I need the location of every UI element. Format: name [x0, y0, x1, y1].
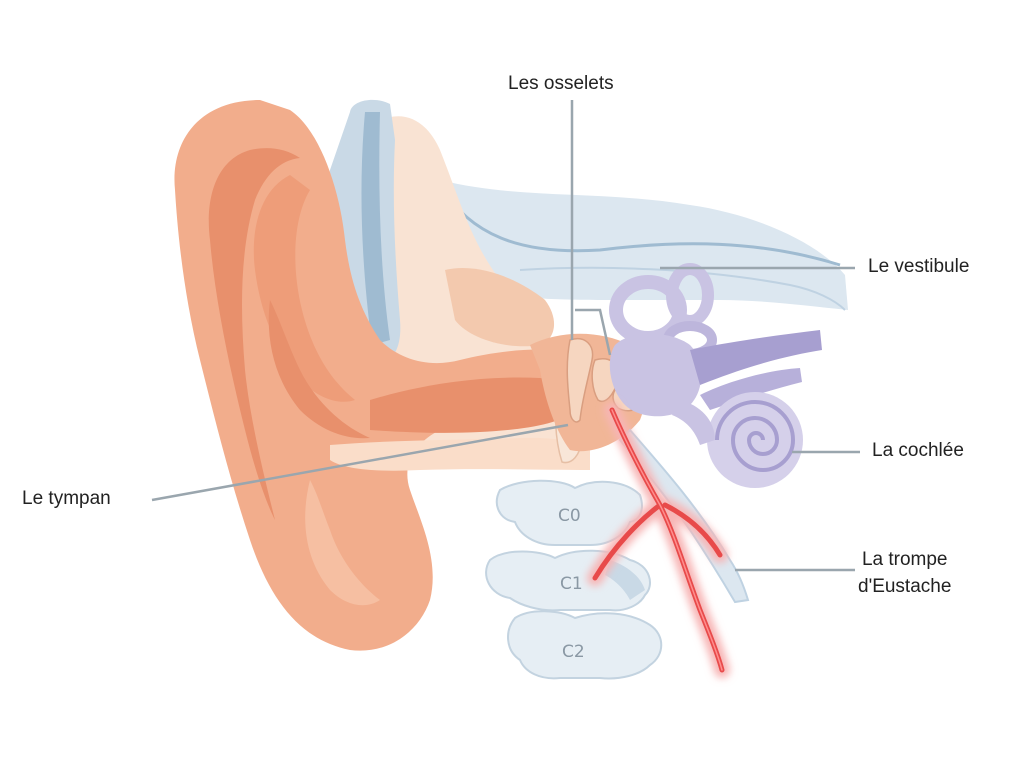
- ossicle-malleus: [566, 338, 594, 423]
- vertebra-label-c1: C1: [560, 574, 583, 594]
- ear-canal-floor: [330, 437, 590, 471]
- label-osselets: Les osselets: [508, 73, 614, 94]
- auditory-nerve-branch: [700, 368, 802, 410]
- label-trompe-line2: d'Eustache: [858, 575, 952, 597]
- vertebra-label-c0: C0: [558, 506, 581, 526]
- skull-outline: [519, 266, 846, 311]
- pinna-concha: [268, 300, 370, 439]
- cochlea-connection: [672, 400, 715, 445]
- ear-canal: [370, 377, 575, 433]
- leader-lines: [151, 100, 860, 572]
- earlobe-highlight: [305, 480, 380, 606]
- label-vestibule: Le vestibule: [868, 256, 970, 277]
- cochlea: [707, 392, 803, 488]
- pinna-helix-fold: [208, 148, 300, 520]
- label-trompe: La trompe d'Eustache: [858, 548, 951, 599]
- cartilage-strip-dark: [361, 112, 390, 345]
- artery: [587, 402, 730, 678]
- auditory-nerve: [690, 330, 822, 385]
- vestibule-body: [609, 333, 702, 417]
- leader-osselets-branch: [575, 308, 612, 356]
- label-tympan: Le tympan: [22, 488, 111, 509]
- vertebra-c2: [507, 610, 663, 680]
- vertebra-label-c2: C2: [562, 642, 585, 662]
- bone-region: [445, 268, 555, 347]
- temporal-bone-edge: [438, 184, 841, 267]
- label-cochlee: La cochlée: [872, 440, 964, 461]
- label-trompe-line1: La trompe: [861, 549, 948, 570]
- leader-tympan: [151, 423, 569, 502]
